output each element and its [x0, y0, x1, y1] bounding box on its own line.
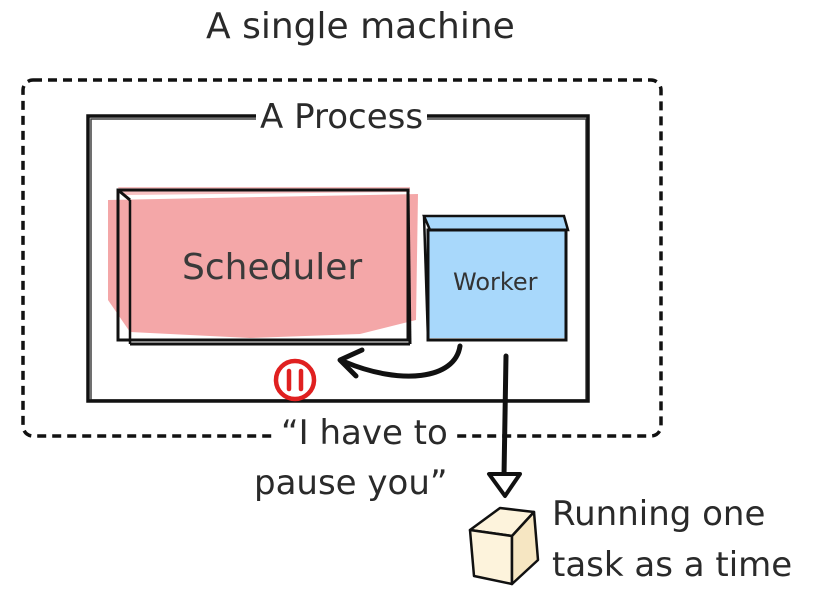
pause-quote-line-1: “I have to — [277, 416, 452, 450]
process-label: A Process — [256, 100, 428, 134]
run-arrow — [487, 353, 522, 498]
worker-label: Worker — [453, 268, 538, 296]
pause-quote-line-2: pause you” — [254, 463, 448, 503]
scheduler-label: Scheduler — [182, 247, 363, 288]
cube-icon — [468, 506, 540, 586]
pause-icon — [273, 358, 317, 402]
machine-label: A single machine — [206, 6, 515, 47]
task-caption-line-1: Running one — [552, 494, 766, 534]
worker-box — [422, 214, 570, 342]
scheduler-box — [108, 187, 418, 346]
interrupt-arrow — [337, 343, 463, 379]
task-caption-line-2: task as a time — [552, 545, 793, 585]
